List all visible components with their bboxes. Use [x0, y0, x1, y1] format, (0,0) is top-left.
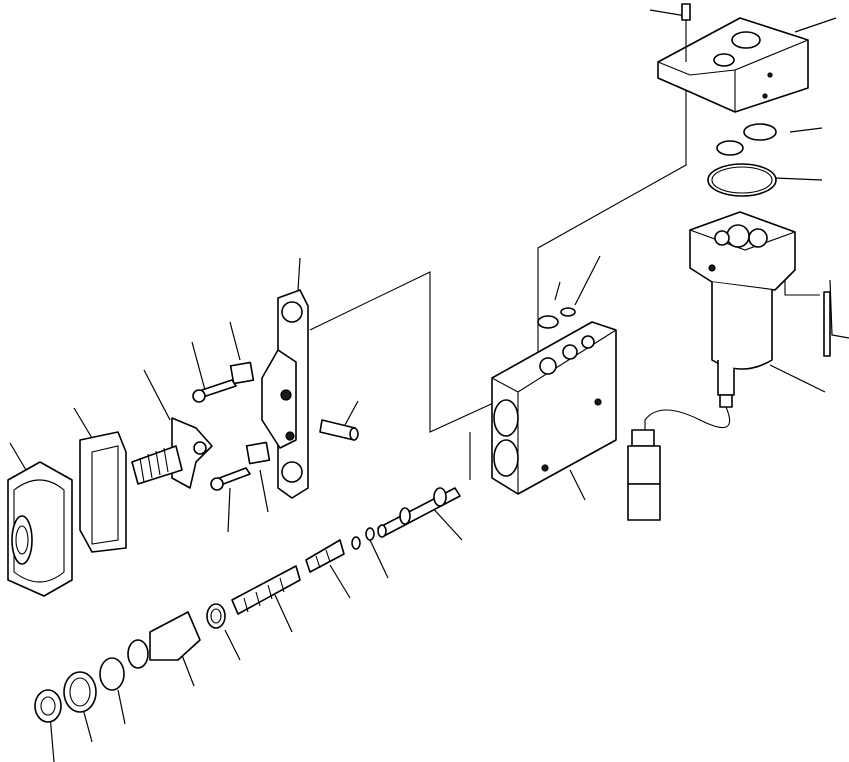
mounting-block: [657, 3, 809, 113]
valve-spool: [377, 487, 461, 538]
assembly-lines: [309, 70, 820, 480]
lever-plate: [229, 289, 359, 499]
bolts-bracket: [131, 379, 251, 491]
leader-lines: [9, 9, 849, 762]
end-cover: [7, 461, 73, 597]
valve-body: [491, 307, 617, 495]
solenoid-unit: [644, 211, 831, 430]
springs-washers: [34, 527, 375, 723]
connector-plug: [627, 429, 661, 521]
cover-bracket: [79, 431, 127, 553]
gasket-set: [707, 123, 777, 197]
